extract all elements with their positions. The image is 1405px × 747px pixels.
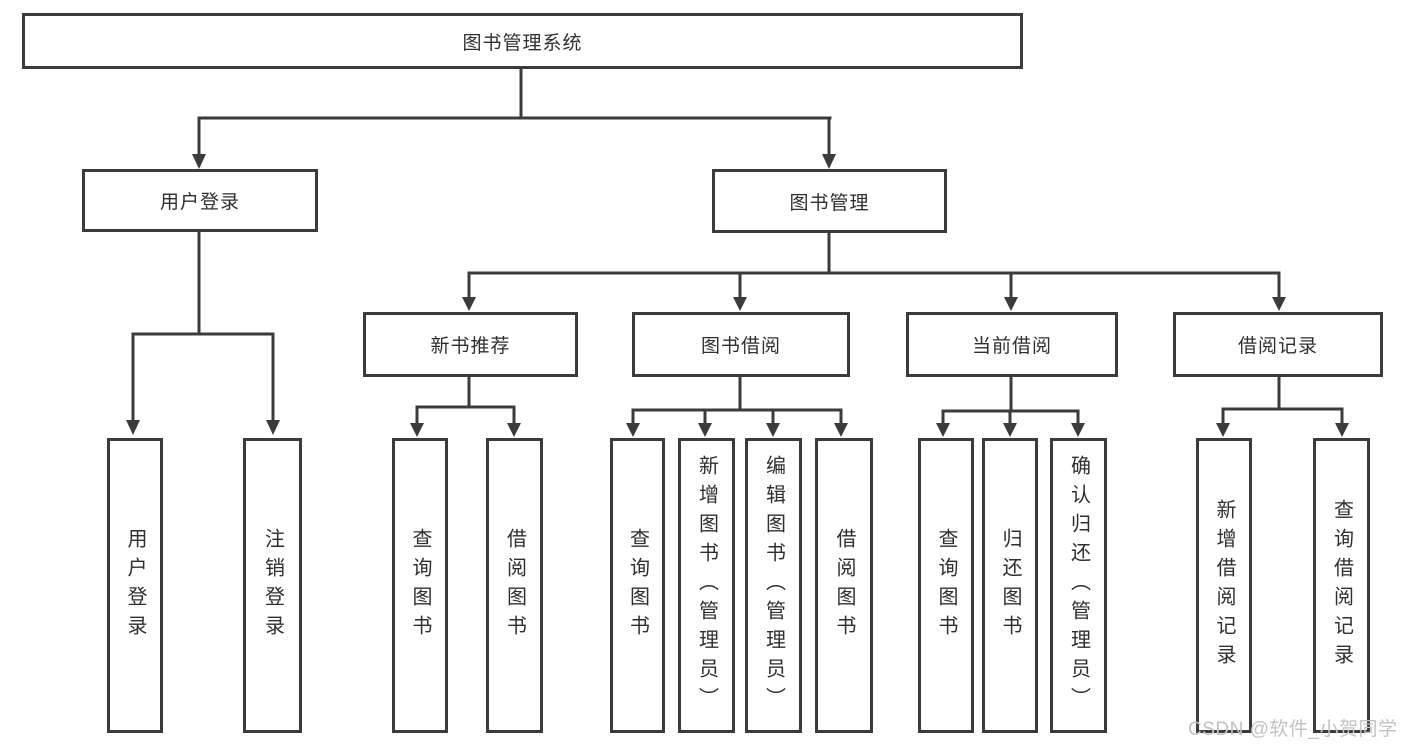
leaf-borrow-book-2: 借阅图书 [815,438,873,733]
node-book-borrow: 图书借阅 [632,312,850,377]
leaf-borrow-book-1: 借阅图书 [486,438,543,733]
leaf-query-borrow-record: 查询借阅记录 [1313,438,1370,733]
node-user-login: 用户登录 [82,169,318,232]
node-borrow-records: 借阅记录 [1173,312,1383,377]
leaf-add-book-admin: 新增图书（管理员） [678,438,735,733]
leaf-add-borrow-record: 新增借阅记录 [1196,438,1252,733]
leaf-query-book-3: 查询图书 [918,438,974,733]
leaf-confirm-return-admin: 确认归还（管理员） [1050,438,1107,733]
leaf-logout: 注销登录 [243,438,302,733]
node-new-book-recommend: 新书推荐 [363,312,578,377]
node-current-borrow: 当前借阅 [906,312,1118,377]
leaf-user-login: 用户登录 [107,438,163,733]
node-root-system: 图书管理系统 [22,13,1023,69]
node-book-management: 图书管理 [712,169,947,233]
leaf-edit-book-admin: 编辑图书（管理员） [745,438,802,733]
leaf-query-book-2: 查询图书 [610,438,665,733]
leaf-query-book-1: 查询图书 [392,438,448,733]
leaf-return-book: 归还图书 [982,438,1038,733]
csdn-watermark: CSDN @软件_小贺同学 [1188,719,1398,740]
